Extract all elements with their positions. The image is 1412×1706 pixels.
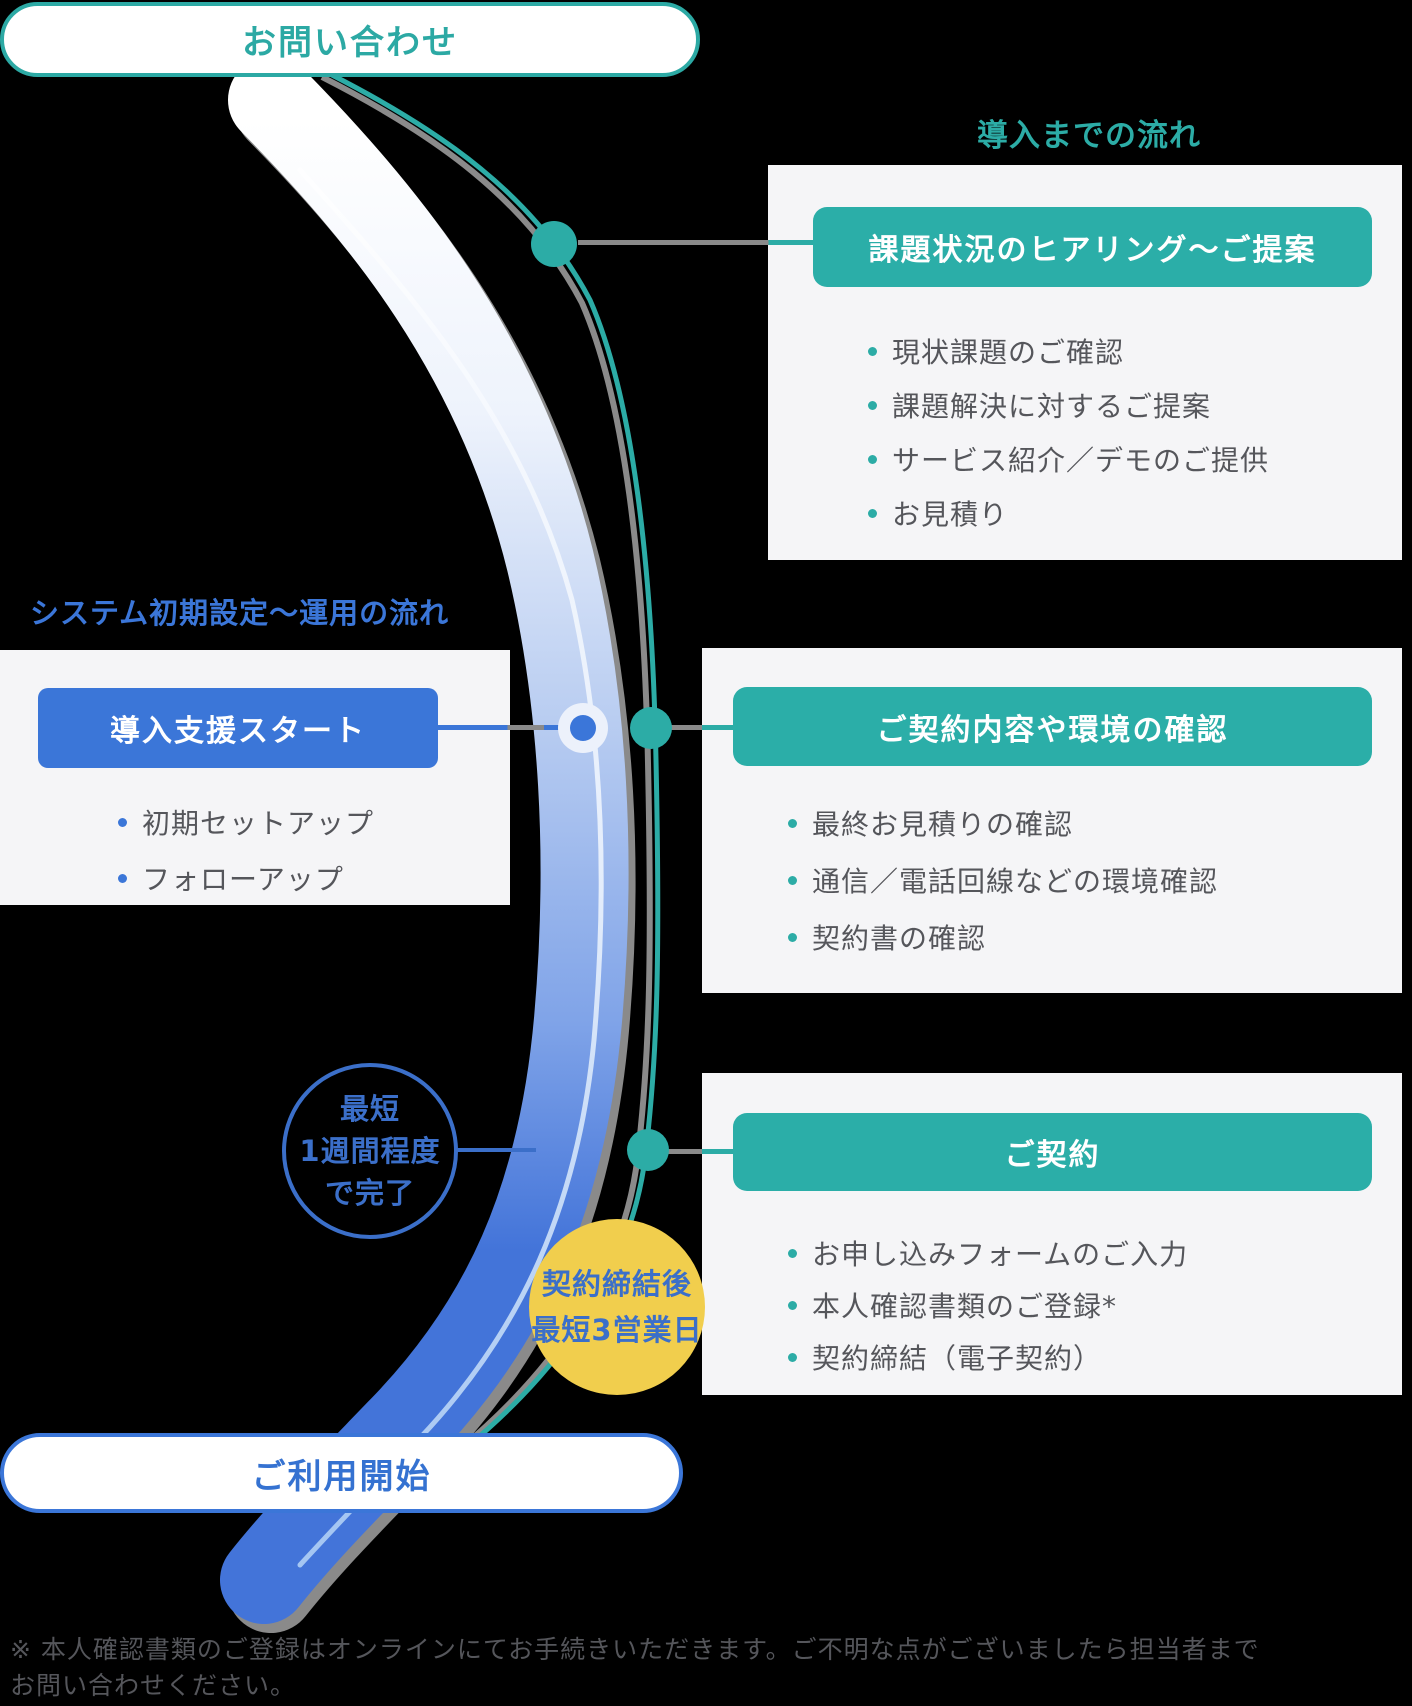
bullet-dot-icon (788, 1248, 797, 1258)
service-start-pill: ご利用開始 (0, 1433, 683, 1513)
bullet-dot-icon (788, 932, 797, 942)
bullet-dot-icon (118, 817, 127, 827)
bullet-text: 契約締結（電子契約） (812, 1342, 1103, 1375)
bullet-dot-icon (868, 454, 877, 464)
connector-duration-circle-to-swoosh (456, 1148, 536, 1152)
contract-leadtime-badge: 契約締結後 最短3営業日 (529, 1219, 705, 1395)
bullet-text: 通信／電話回線などの環境確認 (812, 865, 1219, 898)
card-contract-environment-items: 最終お見積りの確認 通信／電話回線などの環境確認 契約書の確認 (788, 808, 1219, 955)
bullet-text: 最終お見積りの確認 (812, 808, 1074, 841)
bullet-text: 契約書の確認 (812, 922, 987, 955)
card-contract-environment: ご契約内容や環境の確認 最終お見積りの確認 通信／電話回線などの環境確認 契約書… (702, 648, 1402, 993)
card-onboarding-support-title: 導入支援スタート (38, 688, 438, 768)
bullet-text: 本人確認書類のご登録* (812, 1290, 1118, 1323)
bullet-dot-icon (868, 508, 877, 518)
duration-line-2: 1週間程度 (299, 1134, 441, 1168)
card-contract: ご契約 お申し込みフォームのご入力 本人確認書類のご登録* 契約締結（電子契約） (702, 1073, 1402, 1395)
bullet-text: 課題解決に対するご提案 (892, 390, 1212, 423)
card-contract-items: お申し込みフォームのご入力 本人確認書類のご登録* 契約締結（電子契約） (788, 1238, 1188, 1375)
bullet-dot-icon (788, 1300, 797, 1310)
bullet-text: フォローアップ (142, 863, 344, 896)
timeline-node-2-icon (630, 707, 672, 749)
bullet-text: お見積り (892, 498, 1009, 531)
connector-node2-to-card2 (670, 725, 733, 730)
connector-box-to-swoosh-node (438, 725, 583, 730)
card-contract-title: ご契約 (733, 1113, 1372, 1191)
swoosh-node-dot-icon (570, 715, 596, 741)
bullet-dot-icon (118, 873, 127, 883)
timeline-node-3-icon (627, 1129, 669, 1171)
card-hearing-proposal: 課題状況のヒアリング〜ご提案 現状課題のご確認 課題解決に対するご提案 サービス… (768, 165, 1402, 560)
bullet-text: 初期セットアップ (142, 807, 375, 840)
right-flow-heading: 導入までの流れ (977, 118, 1201, 154)
footnote-line-2: お問い合わせください。 (10, 1671, 297, 1700)
card-hearing-proposal-items: 現状課題のご確認 課題解決に対するご提案 サービス紹介／デモのご提供 お見積り (868, 336, 1270, 531)
bullet-dot-icon (788, 818, 797, 828)
card-onboarding-support: 導入支援スタート 初期セットアップ フォローアップ (0, 650, 510, 905)
contract-leadtime-line-1: 契約締結後 (541, 1267, 692, 1301)
bullet-text: サービス紹介／デモのご提供 (892, 444, 1270, 477)
bullet-dot-icon (788, 1352, 797, 1362)
duration-line-3: で完了 (324, 1176, 415, 1210)
connector-node1-to-card1 (578, 240, 813, 245)
footnote-line-1: ※ 本人確認書類のご登録はオンラインにてお手続きいただきます。ご不明な点がござい… (10, 1635, 1260, 1664)
contact-pill: お問い合わせ (0, 2, 700, 77)
bullet-text: 現状課題のご確認 (892, 336, 1125, 369)
card-contract-environment-title: ご契約内容や環境の確認 (733, 687, 1372, 766)
left-flow-heading: システム初期設定〜運用の流れ (30, 596, 450, 630)
timeline-node-1-icon (531, 221, 577, 267)
card-onboarding-support-items: 初期セットアップ フォローアップ (118, 807, 374, 896)
duration-line-1: 最短 (339, 1092, 400, 1126)
card-hearing-proposal-title: 課題状況のヒアリング〜ご提案 (813, 207, 1372, 287)
bullet-text: お申し込みフォームのご入力 (812, 1238, 1189, 1271)
duration-circle-badge: 最短 1週間程度 で完了 (282, 1063, 458, 1239)
bullet-dot-icon (868, 400, 877, 410)
connector-node3-to-card3 (666, 1149, 733, 1154)
footnote: ※ 本人確認書類のご登録はオンラインにてお手続きいただきます。ご不明な点がござい… (10, 1632, 1310, 1704)
contract-leadtime-line-2: 最短3営業日 (531, 1313, 703, 1347)
bullet-dot-icon (788, 875, 797, 885)
bullet-dot-icon (868, 346, 877, 356)
